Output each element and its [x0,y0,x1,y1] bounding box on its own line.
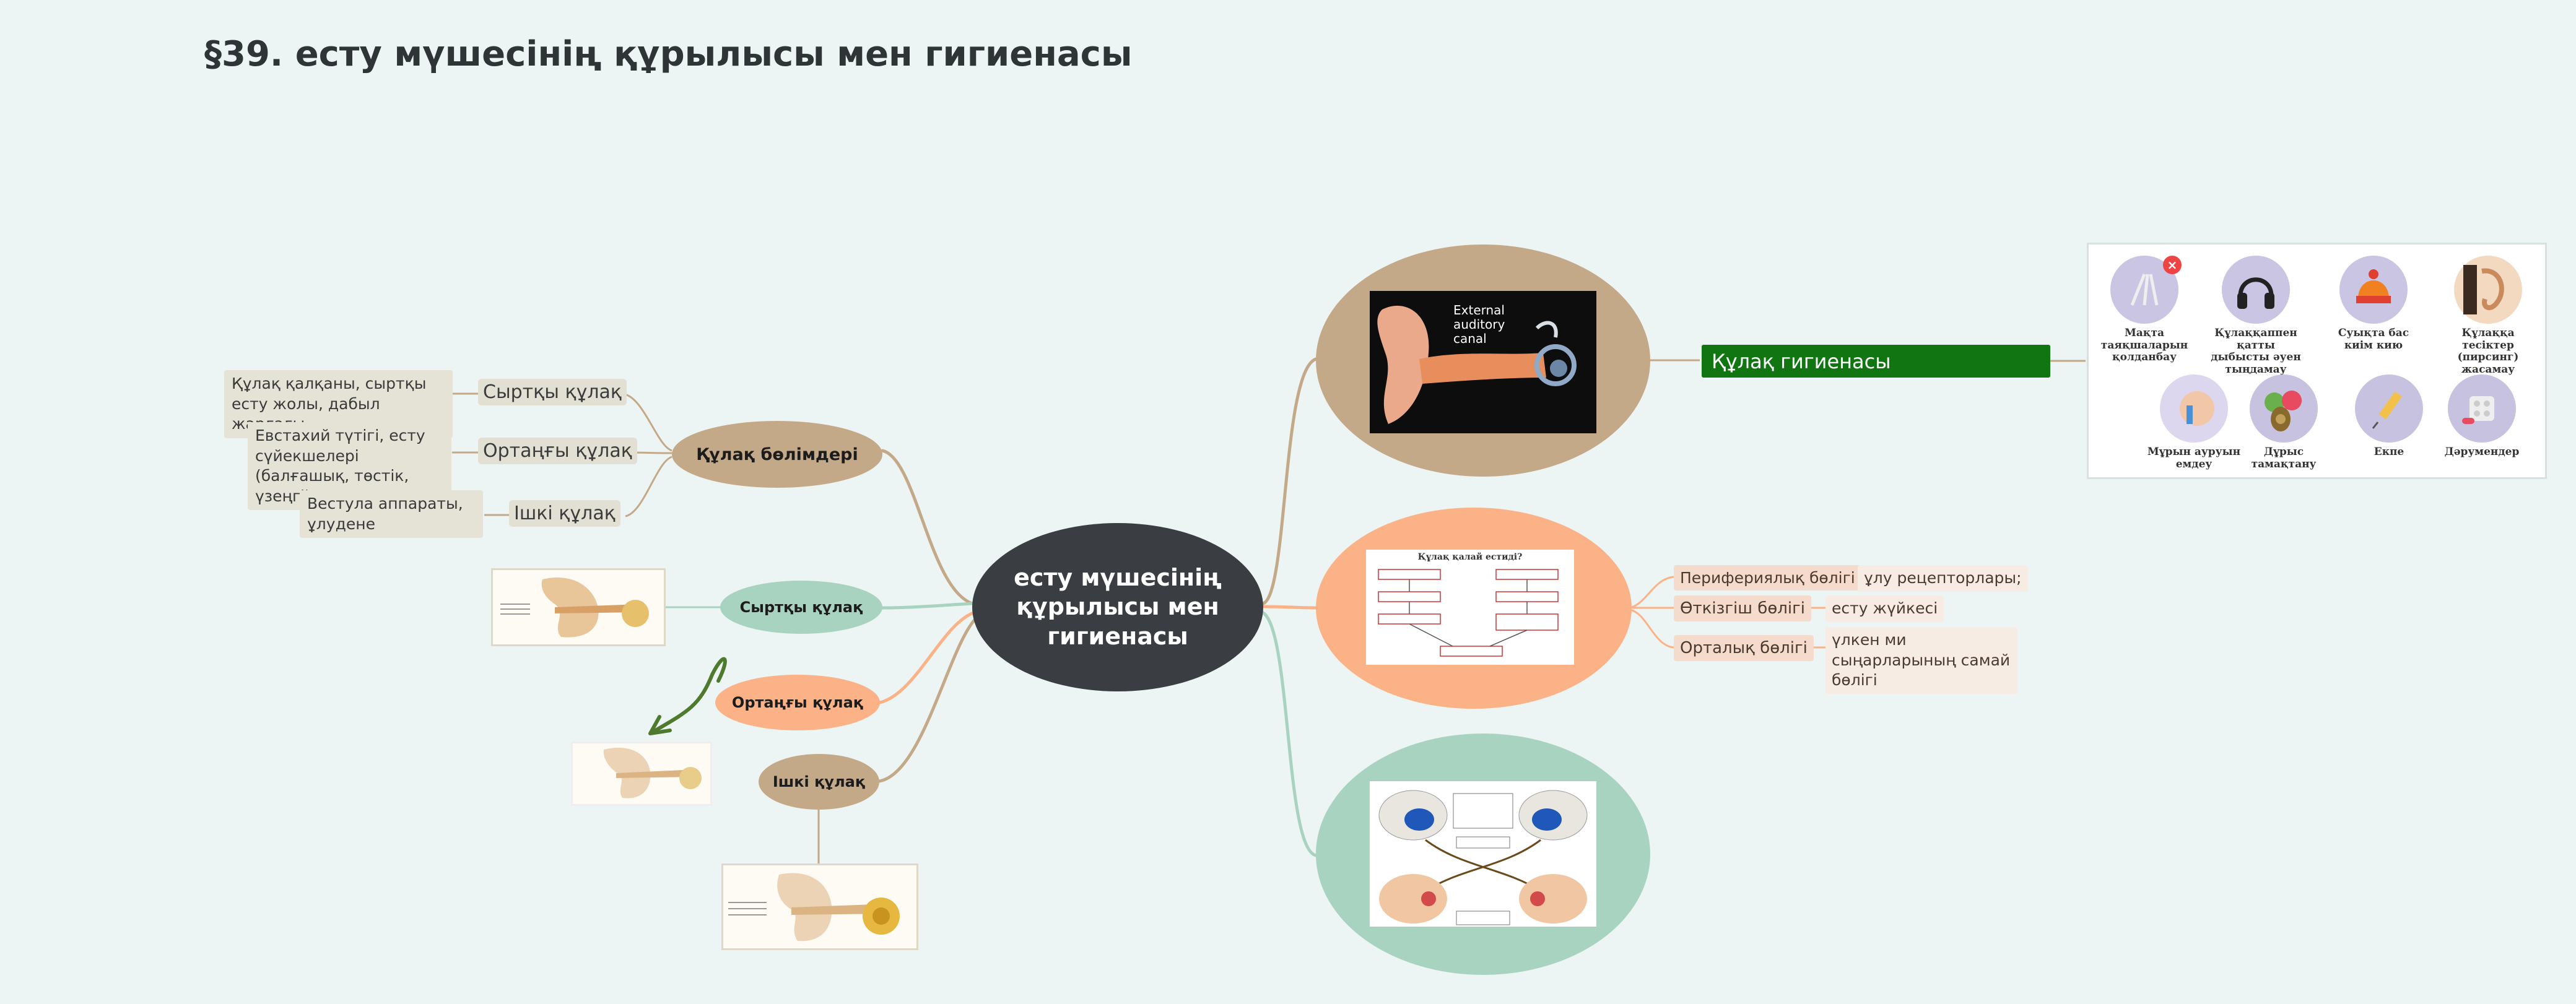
hygiene-tile-piercing: Құлаққа тесіктер (пирсинг) жасамау [2439,256,2538,376]
ear-diagram-icon [573,743,710,804]
central-topic[interactable]: есту мүшесінің құрылысы мен гигиенасы [972,523,1263,691]
hygiene-caption: Мұрын ауруын емдеу [2147,446,2241,470]
winter-hat-icon [2339,256,2408,324]
ear-piercing-icon [2454,256,2522,324]
nose-treatment-icon [2160,374,2228,443]
note-inner-ear[interactable]: Вестула аппараты, ұлудене [300,490,483,538]
hygiene-caption: Мақта таяқшаларын қолданбау [2100,327,2188,364]
hygiene-image-card[interactable]: × Мақта таяқшаларын қолданбау Құлаққаппе… [2087,243,2547,479]
sub-inner-ear[interactable]: Ішкі құлақ [509,500,620,527]
branch-peripheral[interactable]: Перифериялық бөлігі [1674,565,1861,591]
inner-ear-image[interactable] [721,863,918,950]
hearing-flow-caption: Құлақ қалай естиді? [1417,552,1523,562]
middle-ear-image[interactable] [571,742,712,806]
sub-outer-ear[interactable]: Сыртқы құлақ [478,379,627,405]
healthy-food-icon [2250,374,2318,443]
topic-outer-ear[interactable]: Сыртқы құлақ [720,581,882,634]
topic-middle-ear[interactable]: Ортаңғы құлақ [715,675,880,730]
branch-conductive[interactable]: Өткізгіш бөлігі [1674,595,1811,621]
brain-pathway-image[interactable] [1370,781,1596,927]
outer-ear-image[interactable] [491,568,666,646]
topic-inner-ear[interactable]: Ішкі құлақ [759,754,879,810]
hygiene-tile-nutrition: Дұрыс тамақтану [2234,374,2333,470]
hygiene-caption: Құлаққаппен қатты дыбысты әуен тыңдамау [2211,327,2301,376]
hygiene-caption: Дәрумендер [2444,446,2520,458]
headphones-icon [2222,256,2290,324]
hygiene-caption: Екпе [2374,446,2404,458]
hygiene-tile-vitamins: Дәрумендер [2432,374,2531,459]
pills-icon [2448,374,2516,443]
hygiene-tile-vaccine: Екпе [2339,374,2439,459]
hygiene-tile-cotton-swabs: × Мақта таяқшаларын қолданбау [2095,256,2194,364]
flow-diagram-icon [1378,569,1559,657]
hearing-flow-image[interactable]: Құлақ қалай естиді? [1366,550,1574,665]
ear-diagram-icon [723,865,916,948]
hygiene-caption: Құлаққа тесіктер (пирсинг) жасамау [2457,327,2519,376]
hygiene-caption: Дұрыс тамақтану [2251,446,2317,470]
hygiene-tile-headphones: Құлаққаппен қатты дыбысты әуен тыңдамау [2206,256,2305,376]
sub-middle-ear[interactable]: Ортаңғы құлақ [478,438,637,464]
note-conductive[interactable]: есту жүйкесі [1825,595,1944,622]
branch-central[interactable]: Орталық бөлігі [1674,635,1814,661]
note-central[interactable]: үлкен ми сыңарларының самай бөлігі [1825,627,2017,694]
hygiene-tile-hat: Суықта бас киім кию [2324,256,2423,352]
ear-diagram-icon [493,570,664,644]
hygiene-topic[interactable]: Құлақ гигиенасы [1702,345,2050,378]
ear-anatomy-image[interactable]: External auditory canal [1370,291,1596,433]
note-peripheral[interactable]: ұлу рецепторлары; [1858,565,2028,592]
hygiene-tile-nose: Мұрын ауруын емдеу [2144,374,2243,470]
prohibited-icon: × [2163,256,2182,274]
page-title: §39. есту мүшесінің құрылысы мен гигиена… [204,34,1133,74]
topic-ear-parts[interactable]: Құлақ бөлімдері [672,421,882,488]
hygiene-caption: Суықта бас киім кию [2338,327,2409,352]
ear-canal-icon [1370,291,1596,433]
brain-pathway-icon [1378,790,1588,925]
ear-image-caption: External auditory canal [1453,303,1505,346]
syringe-icon [2355,374,2423,443]
